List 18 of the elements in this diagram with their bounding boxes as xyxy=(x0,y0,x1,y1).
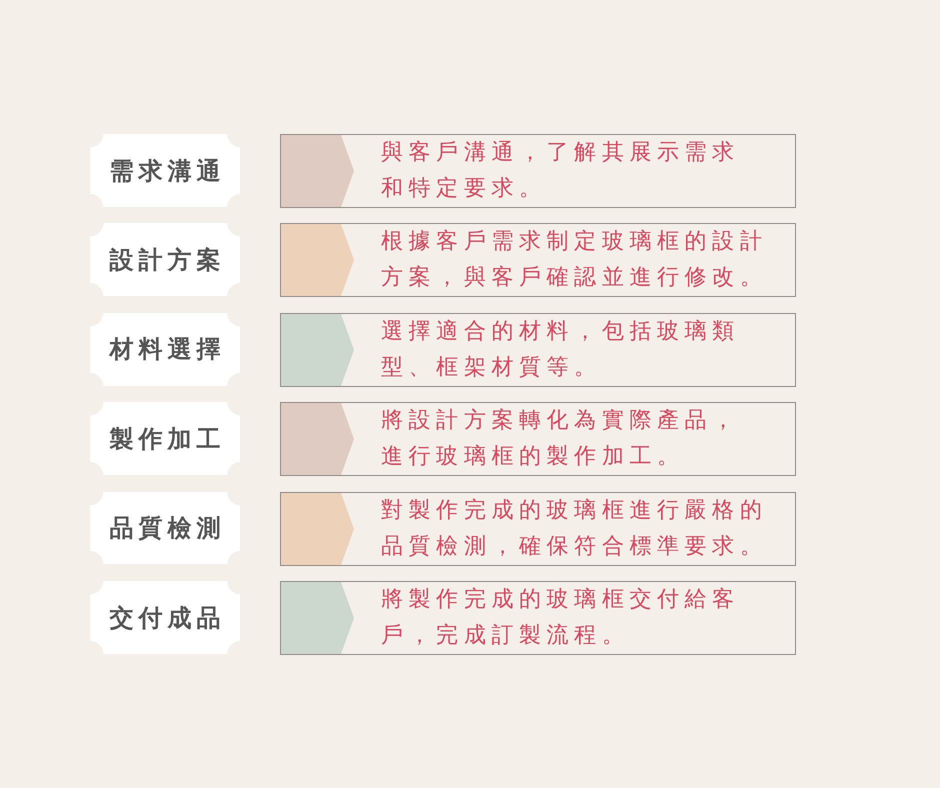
step-title: 交付成品 xyxy=(110,602,226,632)
step-title: 材料選擇 xyxy=(110,334,226,364)
description-panel xyxy=(280,134,796,208)
description-panel xyxy=(280,492,796,566)
description-panel xyxy=(280,402,796,476)
step-description: 將設計方案轉化為實際產品，進行玻璃框的製作加工。 xyxy=(381,407,741,472)
step-title: 品質檢測 xyxy=(110,513,226,544)
description-panel xyxy=(280,581,796,655)
step-description: 選擇適合的材料，包括玻璃類型、框架材質等。 xyxy=(381,318,741,382)
step-title: 需求溝通 xyxy=(110,156,226,186)
step-title: 製作加工 xyxy=(110,424,226,454)
step-title: 設計方案 xyxy=(110,244,226,275)
description-panel xyxy=(280,312,796,387)
step-description: 與客戶溝通，了解其展示需求和特定要求。 xyxy=(381,139,741,203)
description-panel xyxy=(280,223,796,298)
step-description: 將製作完成的玻璃框交付給客戶，完成訂製流程。 xyxy=(381,586,741,650)
step-description: 對製作完成的玻璃框進行嚴格的品質檢測，確保符合標準要求。 xyxy=(381,496,768,561)
step-description: 根據客戶需求制定玻璃框的設計方案，與客戶確認並進行修改。 xyxy=(381,228,768,292)
